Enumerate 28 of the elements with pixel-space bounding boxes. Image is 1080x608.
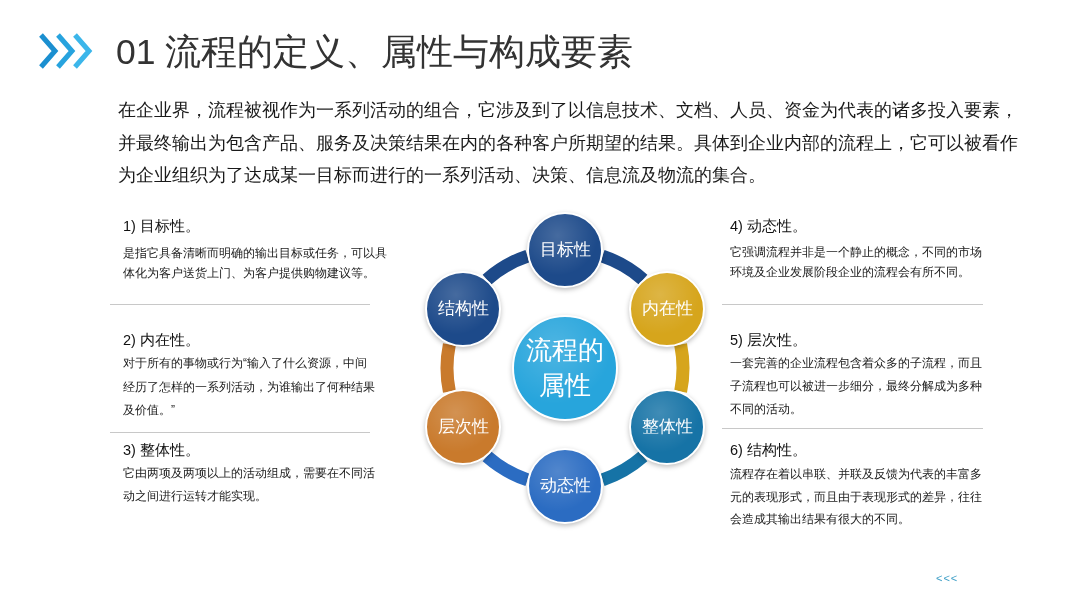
- slide-title: 01 流程的定义、属性与构成要素: [116, 31, 634, 73]
- item-text: 一套完善的企业流程包含着众多的子流程，而且子流程也可以被进一步细分，最终分解成为多种不同的活动。: [730, 355, 983, 418]
- topic-circle: 目标性: [527, 212, 603, 288]
- ring-arc: [674, 343, 690, 393]
- item-heading: 5) 层次性。: [730, 331, 807, 350]
- topic-circle: 内在性: [629, 271, 705, 347]
- item-heading: 6) 结构性。: [730, 441, 807, 460]
- topic-circle: 整体性: [629, 389, 705, 465]
- item-heading: 1) 目标性。: [123, 217, 200, 236]
- ring-arc: [482, 250, 530, 285]
- ring-arc: [440, 343, 456, 393]
- ring-arc: [482, 451, 530, 486]
- item-text: 流程存在着以串联、并联及反馈为代表的丰富多元的表现形式，而且由于表现形式的差异，往往会造成其输出结果有很大的不同。: [730, 466, 983, 528]
- back-link: <<<: [936, 571, 959, 585]
- item-heading: 2) 内在性。: [123, 331, 200, 350]
- ring-arc: [600, 250, 648, 285]
- topic-circle: 层次性: [425, 389, 501, 465]
- item-text: 是指它具备清晰而明确的输出目标或任务，可以具体化为客户送货上门、为客户提供购物建议等。: [123, 245, 388, 282]
- intro-paragraph: 在企业界，流程被视作为一系列活动的组合，它涉及到了以信息技术、文档、人员、资金为代表的诸多投入要素，并最终输出为包含产品、服务及决策结果在内的各种客户所期望的结果。具体到企业内部的流程上，它可以被看作为企业组织为了达成某一目标而进行的一系列活动、决策、信息流及物流的集合。: [118, 99, 1019, 187]
- item-text: 它强调流程并非是一个静止的概念，不同的市场环境及企业发展阶段企业的流程会有所不同。: [730, 244, 983, 281]
- item-text: 它由两项及两项以上的活动组成，需要在不同活动之间进行运转才能实现。: [123, 465, 376, 505]
- topic-circle: 结构性: [425, 271, 501, 347]
- ring-arc: [600, 451, 648, 486]
- item-heading: 4) 动态性。: [730, 217, 807, 236]
- item-heading: 3) 整体性。: [123, 441, 200, 460]
- topic-circle: 动态性: [527, 448, 603, 524]
- item-text: 对于所有的事物或行为“输入了什么资源，中间经历了怎样的一系列活动，为谁输出了何种结果及价值。”: [123, 355, 376, 419]
- center-circle: 流程的属性: [512, 315, 618, 421]
